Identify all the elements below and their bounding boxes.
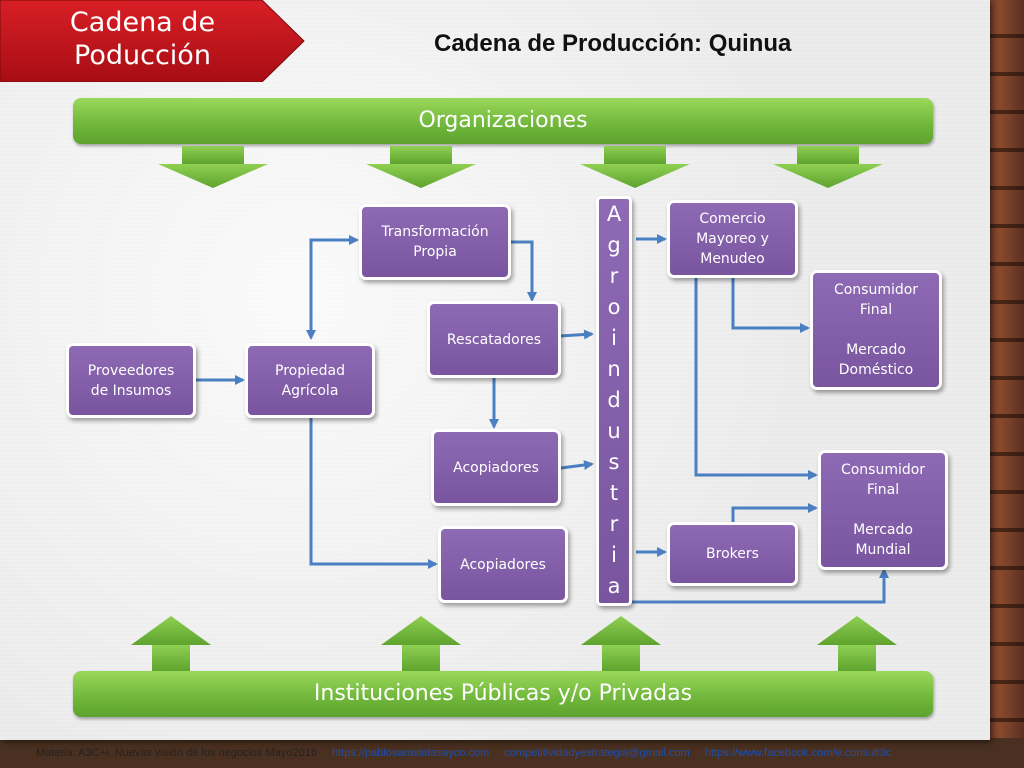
up-arrow-2-stem [402,645,440,671]
organizaciones-bar: Organizaciones [73,98,933,144]
arrow-transformacion-rescatadores [511,240,537,302]
node-transformacion: Transformación Propia [359,204,511,280]
node-consumidor-domestico: Consumidor Final Mercado Doméstico [810,270,942,390]
up-arrow-3 [581,616,661,645]
agro-letter: i [611,543,617,567]
footer: Materia: A3C+i. Nuevas visión de los neg… [36,747,891,759]
agro-letter: n [607,357,621,381]
agro-letter: i [611,326,617,350]
up-arrow-1-stem [152,645,190,671]
agro-letter: s [608,450,620,474]
footer-link-website[interactable]: https://pablosaraviatasayco.com [332,747,490,759]
footer-link-facebook[interactable]: https://www.facebook.com/e.consult3c [704,747,892,759]
agro-letter: g [607,233,621,257]
agro-letter: d [607,388,621,412]
down-arrow-3 [580,164,690,188]
down-arrow-1 [158,164,268,188]
arrow-comercio-mundial [694,276,818,480]
node-agroindustria: A g r o i n d u s t r i a [596,196,632,606]
banner-line-1: Cadena de [69,7,216,38]
banner-line-2: Poducción [74,40,211,71]
node-acopiadores-2: Acopiadores [438,526,568,603]
node-rescatadores: Rescatadores [427,301,561,378]
footer-link-email[interactable]: competitividadyestrategia@gmail.com [504,747,690,759]
node-proveedores: Proveedores de Insumos [66,343,196,418]
up-arrow-3-stem [602,645,640,671]
title-banner: Cadena de Poducción [0,0,305,82]
banner-title: Cadena de Poducción [0,6,285,72]
node-acopiadores-1: Acopiadores [431,429,561,506]
node-comercio: Comercio Mayoreo y Menudeo [667,200,798,278]
agro-letter: A [606,202,622,226]
down-arrow-2-stem [390,146,452,164]
up-arrow-2 [381,616,461,645]
down-arrow-4-stem [797,146,859,164]
agro-letter: a [607,574,621,598]
brick-background [984,0,1024,768]
node-propiedad: Propiedad Agrícola [245,343,375,418]
banner-shape [0,0,305,82]
up-arrow-1 [131,616,211,645]
agro-letter: t [609,481,619,505]
footer-materia: Materia: A3C+i. Nuevas visión de los neg… [36,747,317,759]
page-title: Cadena de Producción: Quinua [434,30,792,57]
up-arrow-4-stem [838,645,876,671]
instituciones-bar: Instituciones Públicas y/o Privadas [73,671,933,717]
node-brokers: Brokers [667,522,798,586]
down-arrow-1-stem [182,146,244,164]
node-consumidor-mundial: Consumidor Final Mercado Mundial [818,450,948,570]
arrow-brokers-mundial [731,503,818,522]
up-arrow-4 [817,616,897,645]
down-arrow-2 [366,164,476,188]
agro-letter: r [609,264,619,288]
agro-letter: u [607,419,621,443]
agro-letter: o [607,295,621,319]
footer-strip [0,738,1024,768]
agro-letter: r [609,512,619,536]
arrow-propiedad-transformacion [309,235,359,337]
arrow-rescatadores-agro [559,329,594,340]
arrow-agro-mundial [632,568,889,604]
arrow-comercio-domestico [731,276,810,333]
down-arrow-4 [773,164,883,188]
down-arrow-3-stem [604,146,666,164]
arrow-propiedad-acopiadores2 [309,418,438,569]
arrow-acopiadores-agro [560,460,594,470]
